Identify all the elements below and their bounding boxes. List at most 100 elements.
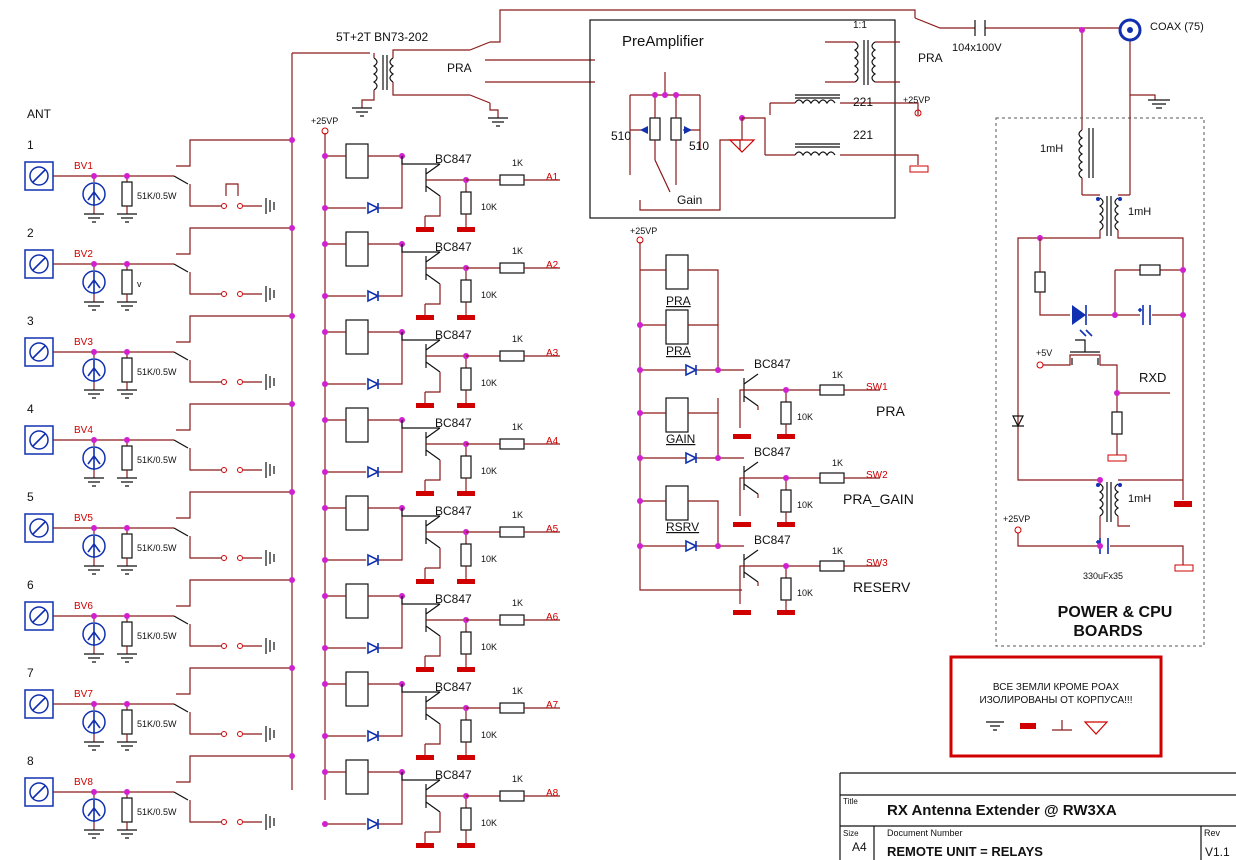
pulldown-resistor [460, 367, 472, 391]
pulldown-label: 10K [481, 554, 497, 564]
bleed-resistor [121, 181, 133, 207]
ground-note-box [949, 655, 1163, 758]
transistor-label: BC847 [435, 240, 472, 254]
supply-5v-label: +5V [1036, 348, 1052, 358]
bleed-resistor [121, 445, 133, 471]
relay-coil [345, 319, 369, 355]
coupling-cap [974, 20, 986, 36]
control-pulldown-label: 10K [797, 588, 813, 598]
bleed-resistor [121, 709, 133, 735]
ground-symbol [84, 565, 104, 575]
bleed-resistor-label: 51K/0.5W [137, 807, 177, 817]
contact-terminal [221, 731, 227, 737]
control-sw-label: SW3 [866, 558, 888, 569]
rxd-label: RXD [1139, 370, 1166, 385]
preamp-chokes [765, 94, 929, 173]
contact-terminal [237, 379, 243, 385]
ground-symbol [84, 829, 104, 839]
base-resistor-label: 1K [512, 422, 523, 432]
ground-pad [777, 434, 795, 439]
ground-pad [733, 610, 751, 615]
gain-label: Gain [677, 193, 702, 207]
contact-terminal [237, 643, 243, 649]
control-coil-label: RSRV [666, 520, 699, 534]
ground-pad [457, 667, 475, 672]
base-resistor [499, 174, 525, 186]
base-resistor [499, 614, 525, 626]
control-line-label: A1 [546, 172, 559, 183]
control-relay-coil [665, 309, 689, 345]
control-base-resistor [819, 384, 845, 396]
contact-terminal [237, 291, 243, 297]
ground-symbol [84, 653, 104, 663]
ground-pad [416, 843, 434, 848]
contact-terminal [221, 819, 227, 825]
channel-list: 1BV151K/0.5WBC84710K1KA12BV2vBC84710K1KA… [24, 137, 560, 848]
control-transistor-label: BC847 [754, 445, 791, 459]
transistor-label: BC847 [435, 152, 472, 166]
pulldown-resistor [460, 279, 472, 303]
ground-symbol [84, 213, 104, 223]
control-line-label: A3 [546, 348, 559, 359]
ground-pad [416, 579, 434, 584]
channel-number: 1 [27, 138, 34, 152]
input-transformer [352, 49, 470, 117]
connector-ring [29, 606, 49, 626]
title-text: RX Antenna Extender @ RW3XA [887, 802, 1117, 819]
bleed-resistor [121, 621, 133, 647]
doc-value: REMOTE UNIT = RELAYS [887, 844, 1043, 859]
contact-terminal [237, 467, 243, 473]
ground-pad [777, 610, 795, 615]
control-function-label: RESERV [853, 579, 911, 595]
bleed-resistor-label: v [137, 279, 142, 289]
input-transformer-label: 5T+2T BN73-202 [336, 30, 428, 44]
channel-number: 5 [27, 490, 34, 504]
contact-terminal [237, 555, 243, 561]
pot1-label: 510 [611, 129, 631, 143]
base-resistor [499, 262, 525, 274]
pulldown-label: 10K [481, 378, 497, 388]
relay-coil [345, 231, 369, 267]
ground-symbol [117, 741, 137, 751]
control-function-label: PRA [876, 403, 905, 419]
bleed-resistor-label: 51K/0.5W [137, 367, 177, 377]
bv-label: BV8 [74, 777, 93, 788]
doc-label: Document Number [887, 828, 963, 838]
preamp-transformer [825, 40, 900, 85]
gain-pots [629, 72, 766, 211]
base-resistor-label: 1K [512, 334, 523, 344]
bleed-resistor-label: 51K/0.5W [137, 719, 177, 729]
bv-label: BV4 [74, 425, 93, 436]
relay-coil [345, 495, 369, 531]
ground-pad [416, 403, 434, 408]
control-coil-extra: PRA [666, 294, 691, 308]
connector-ring [29, 518, 49, 538]
ground-pad [457, 579, 475, 584]
control-relay-coil [665, 397, 689, 433]
ground-symbol [84, 389, 104, 399]
control-pulldown-label: 10K [797, 412, 813, 422]
base-resistor-label: 1K [512, 246, 523, 256]
control-line-label: A7 [546, 700, 559, 711]
output-line [914, 17, 1156, 130]
bleed-resistor-label: 51K/0.5W [137, 631, 177, 641]
transistor-label: BC847 [435, 416, 472, 430]
control-pulldown [780, 577, 792, 601]
coax-ground [1148, 99, 1170, 109]
bleed-resistor [121, 797, 133, 823]
ground-pad [416, 667, 434, 672]
choke1-label: 221 [853, 95, 873, 109]
transistor-label: BC847 [435, 768, 472, 782]
channel-number: 6 [27, 578, 34, 592]
power-title-1: POWER & CPU [1058, 604, 1173, 621]
power-supply-label: +25VP [1003, 514, 1030, 524]
coax-label: COAX (75) [1150, 21, 1204, 33]
relay-coil [345, 143, 369, 179]
bleed-resistor [121, 357, 133, 383]
ground-symbol [84, 477, 104, 487]
bleed-resistor-label: 51K/0.5W [137, 191, 177, 201]
